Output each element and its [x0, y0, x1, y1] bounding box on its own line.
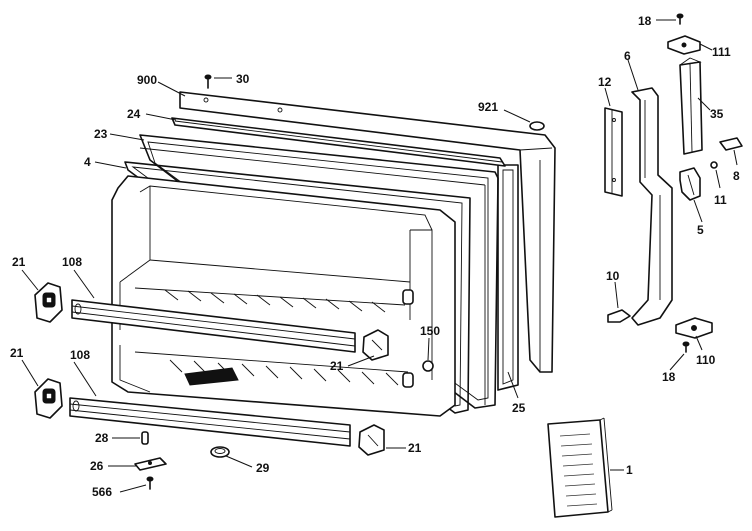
- label-21-upper-left: 21: [12, 255, 26, 269]
- label-8: 8: [733, 169, 740, 183]
- plug-150: [422, 360, 434, 372]
- label-566: 566: [92, 485, 112, 499]
- door-trim-strip: [171, 117, 506, 167]
- upper-shelf-ribs: [134, 287, 406, 313]
- label-11: 11: [714, 193, 727, 207]
- upper-shelf-bar: [71, 299, 356, 353]
- shim-8: [719, 137, 743, 151]
- label-21-mid: 21: [330, 359, 344, 373]
- label-30: 30: [236, 72, 250, 86]
- label-6: 6: [624, 49, 631, 63]
- label-4: 4: [84, 155, 91, 169]
- label-921: 921: [478, 100, 498, 114]
- label-150: 150: [420, 324, 440, 338]
- part-26: [134, 457, 167, 471]
- label-18-top: 18: [638, 14, 652, 28]
- label-21-lower-right: 21: [408, 441, 422, 455]
- label-21-lower-left: 21: [10, 346, 24, 360]
- hinge-pin-5: [679, 167, 701, 201]
- plug-921: [529, 121, 545, 131]
- washer-11: [710, 161, 718, 169]
- door-gasket: [497, 164, 519, 391]
- end-cap-21-lower-right: [358, 424, 385, 456]
- end-cap-21-lower-left: [34, 378, 63, 419]
- label-111: 111: [712, 45, 731, 59]
- literature-packet-1: [547, 417, 613, 518]
- label-10: 10: [606, 269, 620, 283]
- lower-shelf-bar: [69, 397, 351, 447]
- screw-18-bottom: [682, 341, 690, 353]
- screw-566: [146, 476, 154, 490]
- inner-door-liner: [111, 175, 456, 417]
- label-5: 5: [697, 223, 704, 237]
- label-24: 24: [127, 107, 141, 121]
- hinge-top-111: [667, 35, 701, 55]
- screw-18-top: [676, 13, 684, 25]
- part-labels: 900 30 24 23 4 921 18 111 6 12 35 8 11 5…: [10, 14, 740, 499]
- label-23: 23: [94, 127, 108, 141]
- label-25: 25: [512, 401, 526, 415]
- label-110: 110: [696, 353, 716, 367]
- end-cap-21-upper-left: [34, 282, 63, 323]
- hinge-bottom-110: [675, 317, 713, 339]
- label-29: 29: [256, 461, 270, 475]
- outer-door-panel: [179, 91, 556, 373]
- label-12: 12: [598, 75, 612, 89]
- hinge-cover-35: [679, 57, 703, 155]
- label-1: 1: [626, 463, 633, 477]
- part-28: [141, 431, 149, 445]
- screw-30: [204, 74, 212, 89]
- hinge-bracket-12: [604, 107, 623, 197]
- label-900: 900: [137, 73, 157, 87]
- label-108-lower: 108: [70, 348, 90, 362]
- bracket-10: [607, 309, 631, 323]
- end-cap-21-upper-right: [362, 329, 389, 361]
- door-frame: [139, 134, 499, 409]
- lower-shelf-ribs: [134, 351, 409, 386]
- label-35: 35: [710, 107, 724, 121]
- label-26: 26: [90, 459, 104, 473]
- leader-lines: [21, 19, 738, 493]
- label-28: 28: [95, 431, 109, 445]
- hinge-arm-6: [631, 87, 673, 326]
- plug-29: [210, 446, 230, 458]
- label-18-bottom: 18: [662, 370, 676, 384]
- label-108-upper: 108: [62, 255, 82, 269]
